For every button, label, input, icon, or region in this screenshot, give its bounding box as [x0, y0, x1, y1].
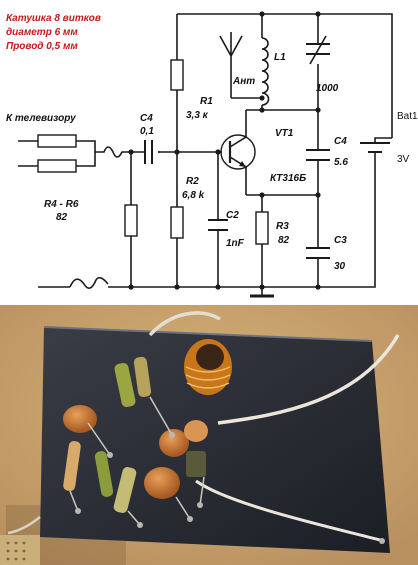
wire-white-top [148, 311, 221, 337]
resistor-r5 [37, 159, 77, 173]
note-wire-gauge: Провод 0,5 мм [6, 41, 78, 52]
label-r4-r6-value: 82 [56, 212, 68, 223]
label-vt1-type: КТ316Б [270, 173, 306, 184]
label-antenna: Ант [232, 76, 255, 87]
ceramic-cap-3 [144, 467, 180, 499]
emitter-arrow [239, 161, 246, 167]
label-l1: L1 [274, 52, 286, 63]
input-wire-b [18, 152, 96, 167]
label-c2-value: 1nF [226, 238, 245, 249]
circuit-schematic: Катушка 8 витков диаметр 6 мм Провод 0,5… [0, 0, 418, 305]
resistor-body-3 [63, 441, 81, 491]
perfboard-holes [6, 541, 26, 561]
resistor-body-2 [133, 356, 152, 397]
label-c4-out: C4 [334, 136, 347, 147]
resistor-body-1 [114, 362, 136, 408]
wire-white-bottom [195, 479, 385, 543]
label-r3-value: 82 [278, 235, 290, 246]
transistor-emitter [229, 156, 247, 195]
assembled-board-photo [0, 305, 418, 565]
ceramic-cap-4 [184, 420, 208, 442]
solder-joints [75, 432, 385, 544]
input-coupling-wire [95, 146, 160, 158]
input-wire-a [18, 140, 96, 152]
resistor-r3 [255, 211, 269, 245]
resistor-body-4 [113, 467, 137, 513]
junction-dots [128, 11, 321, 290]
bottom-rail-wire [38, 160, 376, 288]
wire-left-lead [7, 516, 41, 535]
note-coil-turns: Катушка 8 витков [6, 13, 101, 24]
ceramic-cap-1 [63, 405, 97, 433]
label-vt1: VT1 [275, 128, 294, 139]
inductor-l1 [261, 37, 270, 106]
label-c4-in: C4 [140, 113, 153, 124]
label-r1: R1 [200, 96, 213, 107]
coil-windings [185, 366, 231, 389]
resistor-r2 [170, 206, 184, 239]
label-r4-r6: R4 - R6 [44, 199, 79, 210]
label-trimmer-value: 1000 [316, 83, 339, 94]
label-input: К телевизору [6, 113, 76, 124]
battery-lead [374, 137, 392, 160]
label-battery: Bat1 [397, 111, 418, 122]
label-c3: C3 [334, 235, 347, 246]
resistor-body-5 [94, 451, 114, 497]
resistor-r1 [170, 59, 184, 91]
label-c4-out-value: 5.6 [334, 157, 348, 168]
component-leads [69, 396, 205, 526]
antenna [219, 32, 243, 98]
coil-core [196, 344, 224, 370]
perfboard-piece [0, 535, 40, 565]
resistor-r6 [124, 204, 138, 237]
label-r3: R3 [276, 221, 289, 232]
top-rail-wire [177, 13, 393, 138]
label-r1-value: 3,3 к [186, 110, 209, 121]
label-battery-value: 3V [397, 154, 410, 165]
resistor-r4 [37, 134, 77, 148]
note-coil-diameter: диаметр 6 мм [6, 27, 78, 38]
ceramic-cap-2 [159, 429, 189, 457]
label-c4-in-value: 0,1 [140, 126, 154, 137]
label-c2: C2 [226, 210, 239, 221]
transistor-body [186, 451, 206, 477]
trimmer-arrow [309, 35, 327, 65]
transistor-collector [229, 110, 247, 148]
input-ground-loop-wire [69, 276, 109, 289]
wire-white-right [217, 334, 400, 425]
label-c3-value: 30 [334, 261, 346, 272]
label-r2-value: 6,8 k [182, 190, 205, 201]
label-r2: R2 [186, 176, 199, 187]
pcb-edge-highlight [43, 326, 373, 342]
transistor-vt1 [220, 134, 256, 170]
